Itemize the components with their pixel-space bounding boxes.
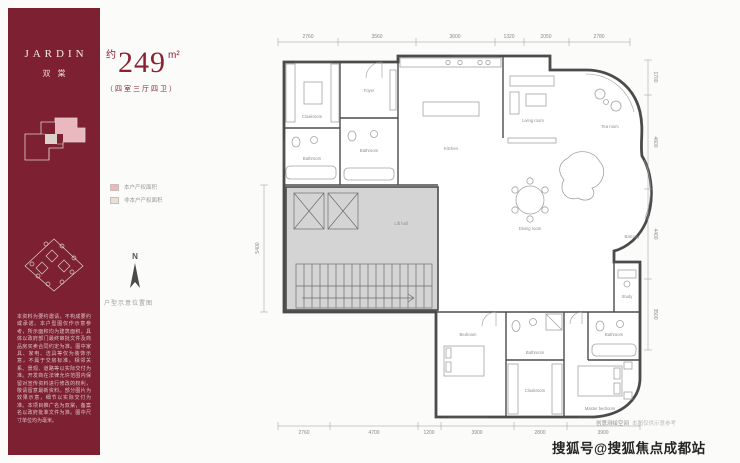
legend-label: 非本户产权面积 [124,198,163,204]
legend-swatch-owned [110,183,119,191]
legend-item: 非本户产权面积 [110,196,163,204]
dim-label: 4600 [652,136,658,147]
room-label: Dining room [519,226,542,231]
furniture [285,57,637,415]
dim-label: 2800 [534,430,545,435]
area-unit: m² [168,50,180,61]
brand-logo: JARDIN [24,48,88,60]
floor-plan: 2760 3560 3600 1320 2050 2780 2760 4700 … [255,34,658,436]
legend: 本户产权面积 非本户产权面积 [110,183,163,209]
core-details [293,192,433,309]
dim-label: 1200 [423,430,434,435]
windows [282,54,592,419]
dim-label: 2760 [298,430,309,435]
legend-label: 本户产权面积 [124,185,158,191]
dim-label: 1320 [503,34,514,40]
dim-label: 5400 [255,242,261,253]
dim-label: 2780 [593,34,604,40]
sidebar-disclaimer: 本资料为要约邀请，不构成要约或承诺。本户型图仅作示意参考，所示面积均为建筑面积，… [17,314,91,424]
dim-label: 3900 [471,430,482,435]
room-label: Foyer [364,88,375,93]
plan-note-sub: 本图仅供示意参考 [632,421,677,427]
legend-item: 本户产权面积 [110,183,163,191]
dim-label: 4400 [652,228,658,239]
brand-sidebar: JARDIN 双棠 本资料为要约邀请，不构成要约或承诺。本户型图仅作示意参考，所… [8,8,100,455]
room-label: Study [622,294,634,299]
room-label: Bathroom [303,156,322,161]
door-swings [365,61,583,327]
site-plan-thumbnail [24,238,84,292]
plan-footnote: 创意测绘空间本图仅供示意参考 [596,419,716,427]
compass: N [126,252,144,296]
brand-subtitle: 双棠 [42,69,73,78]
dim-label: 3560 [371,34,382,40]
dim-label: 4700 [368,430,379,435]
balcony-glazing [585,73,651,219]
location-caption: 户型示意位置图 [104,301,154,307]
dim-label: 2050 [540,34,551,40]
watermark: 搜狐号@搜狐焦点成都站 [552,441,706,456]
room-label: Bathroom [360,148,379,153]
dim-label: 3600 [449,34,460,40]
room-label: Kitchen [444,146,459,151]
room-label: Lift hall [394,221,407,226]
elevator-stair-core [285,186,439,311]
plan-note-main: 创意测绘空间 [596,421,630,427]
room-label: Cloakroom [525,388,546,393]
room-label: Balcony [625,234,641,239]
unit-position-thumbnail [24,117,86,161]
dimension-lines [260,38,652,430]
dimension-labels: 2760 3560 3600 1320 2050 2780 2760 4700 … [255,34,658,436]
core-thumb [45,134,57,144]
layout-subtitle: （四室三厅四卫） [106,86,178,93]
thumb-inner-lines [41,133,63,160]
dim-label: 2760 [302,34,313,40]
site-plan-lines [24,238,84,292]
area-approx: 约 [106,50,116,61]
north-arrow-icon [130,263,140,288]
dim-label: 1700 [652,71,658,82]
room-label: Cloakroom [302,114,323,119]
dim-label: 3500 [652,308,658,319]
outer-walls [282,54,653,419]
area-value: 249 [118,46,166,79]
interior-walls [284,56,640,417]
room-label: Bathroom [526,350,545,355]
room-label: Bedroom [460,332,478,337]
highlighted-unit [55,118,85,142]
legend-swatch-not-owned [110,196,119,204]
room-labels: Cloakroom Bathroom Foyer Bathroom Kitche… [302,88,640,411]
room-label: Bathroom [605,332,624,337]
room-label: Master bedroom [585,406,616,411]
brand-block: JARDIN 双棠 [8,48,100,79]
room-label: Tea room [601,124,619,129]
floor-plan-panel: 2760 3560 3600 1320 2050 2780 2760 4700 … [248,30,658,436]
room-label: Living room [522,118,544,123]
dim-label: 3900 [597,430,608,435]
compass-north-label: N [132,252,138,261]
